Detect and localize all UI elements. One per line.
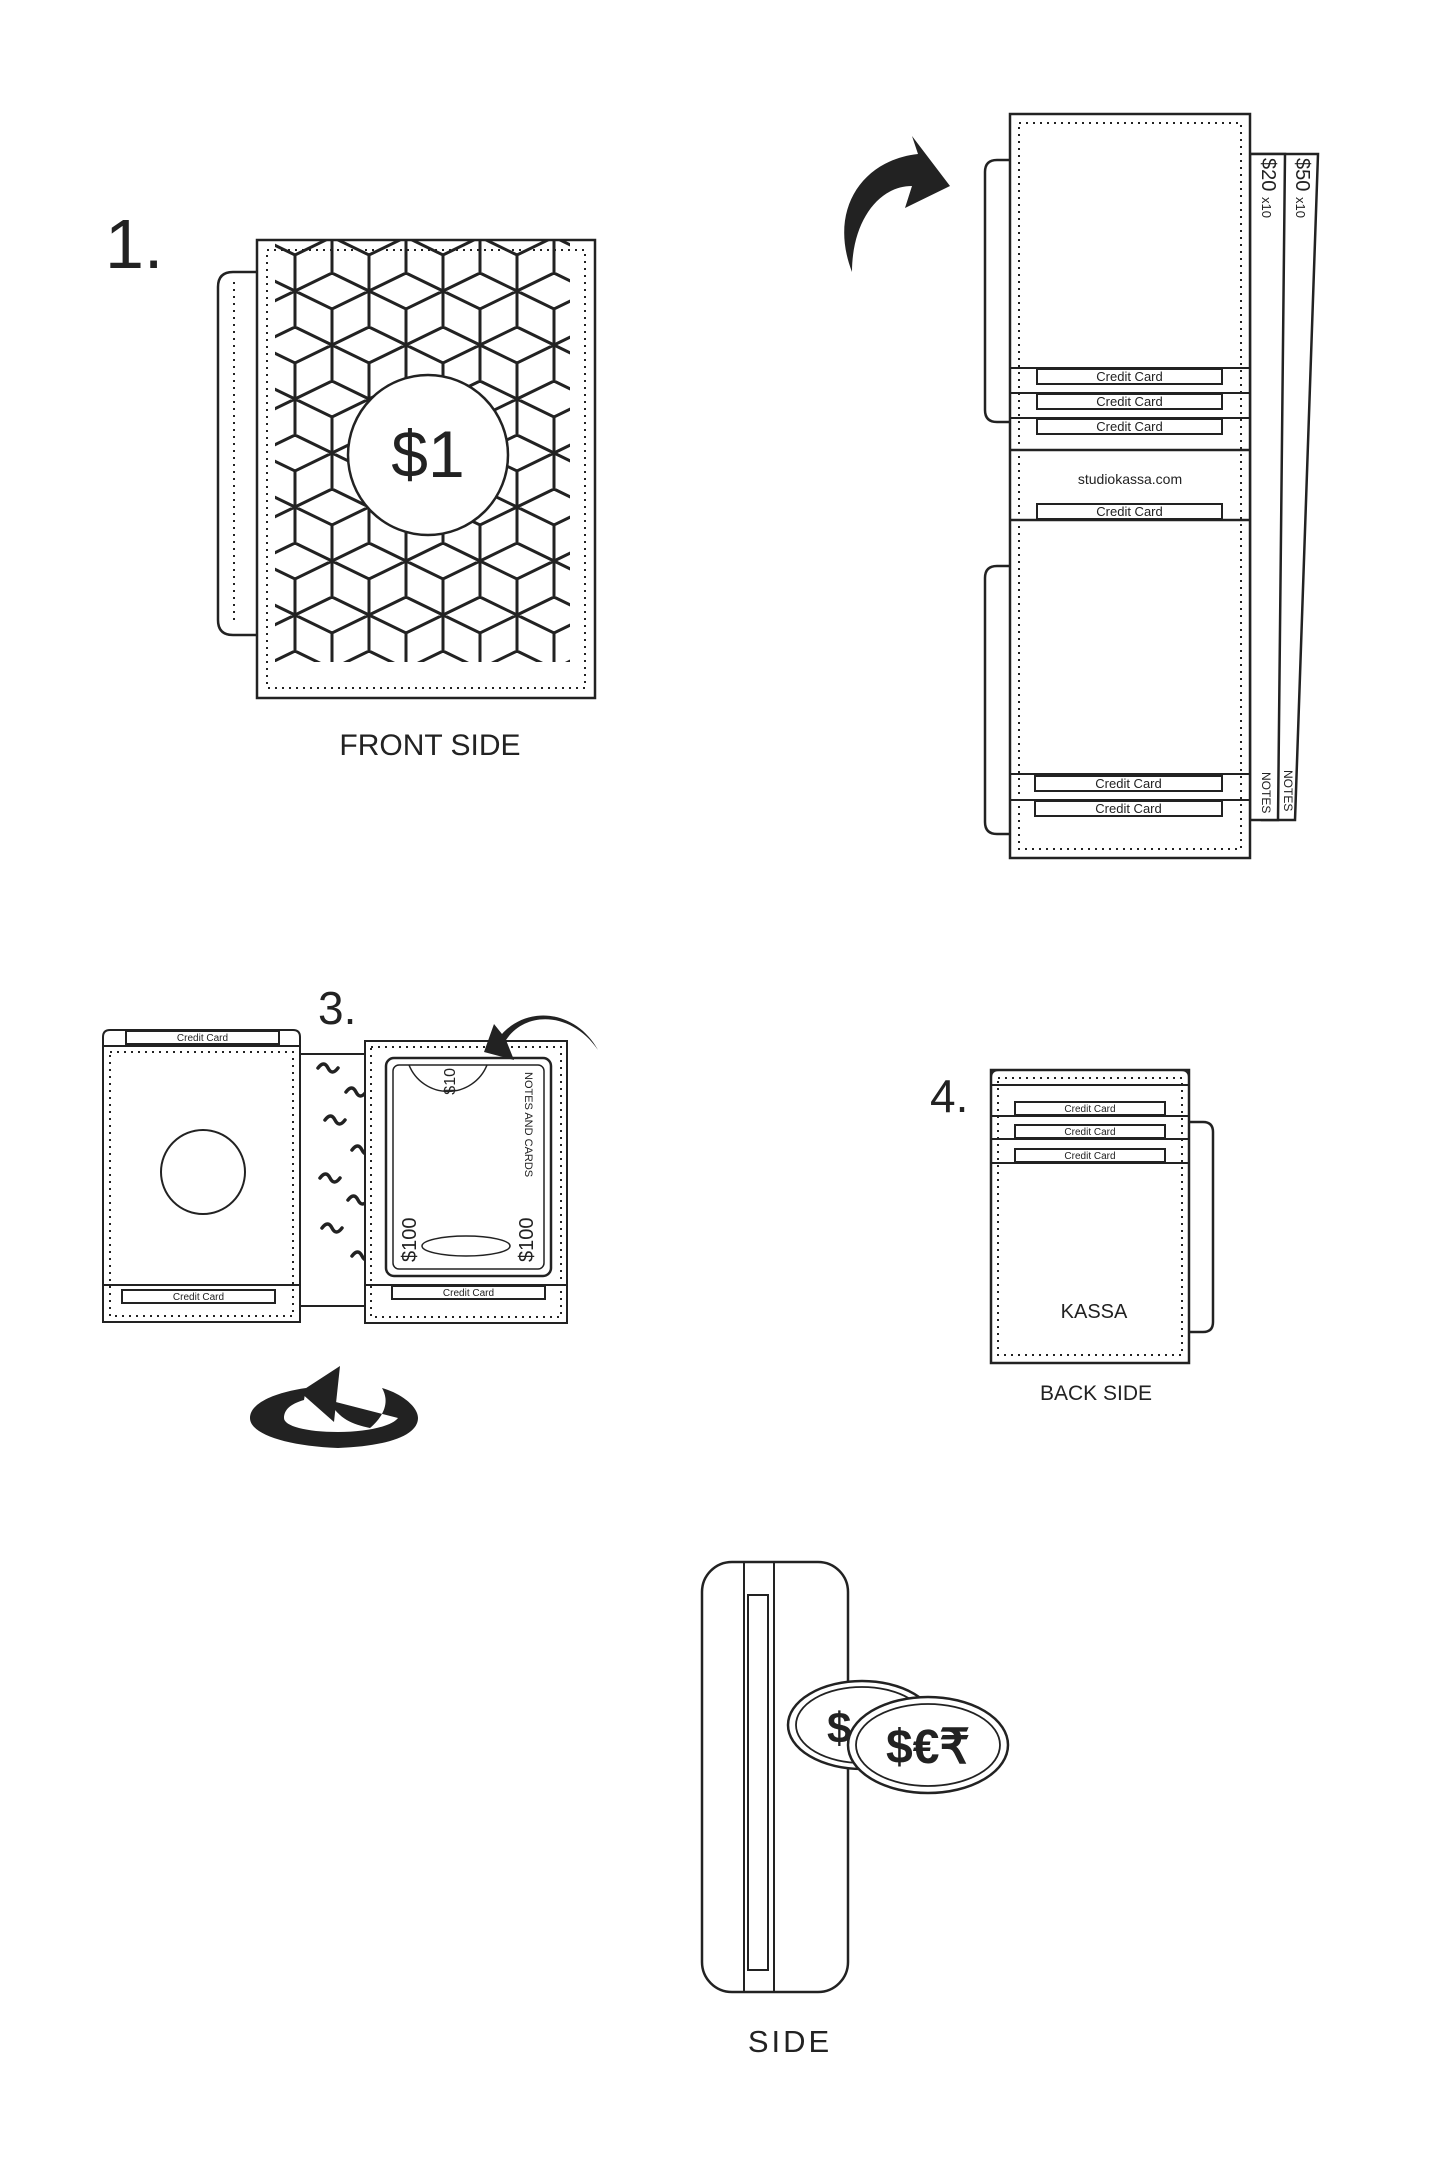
front-side-figure: 1. $1 FRONT SIDE: [105, 205, 597, 762]
note-50-label: $50: [1291, 158, 1313, 191]
credit-card-slot: [1034, 800, 1223, 817]
step-number-1: 1.: [105, 205, 163, 283]
note-20: [1248, 152, 1287, 822]
credit-card-label: Credit Card: [1096, 419, 1162, 434]
bill-left-label: $100: [399, 1218, 421, 1263]
credit-card-label: Credit Card: [1064, 1127, 1115, 1138]
fold-mark: [318, 1172, 342, 1184]
credit-card-slot: [1014, 1124, 1166, 1139]
credit-card-label: Credit Card: [1096, 369, 1162, 384]
curved-arrow-icon-step3: [484, 1015, 598, 1060]
credit-card-label: Credit Card: [177, 1033, 228, 1044]
notes-label-20: NOTES: [1259, 772, 1273, 813]
open-wallet-figure: $20 x10 $50 x10 NOTES NOTES studiokassa.…: [844, 112, 1320, 860]
credit-card-label: Credit Card: [1095, 776, 1161, 791]
fold-mark: [316, 1062, 340, 1074]
coin-icon-front: [346, 373, 510, 537]
side-card-slot: [747, 1594, 769, 1971]
open-wallet-body: [1008, 112, 1252, 860]
fold-mark: [320, 1222, 344, 1234]
website-label: studiokassa.com: [1078, 471, 1182, 487]
front-strap: [216, 270, 257, 637]
credit-card-slot: [1034, 775, 1223, 792]
credit-card-slot: [121, 1289, 276, 1304]
back-wallet-body: [989, 1068, 1191, 1365]
credit-card-label: Credit Card: [443, 1288, 494, 1299]
kassa-brand: KASSA: [1061, 1301, 1128, 1323]
credit-card-label: Credit Card: [1064, 1104, 1115, 1115]
bill-outer: [384, 1056, 553, 1278]
note-50-count: x10: [1293, 197, 1308, 218]
back-side-caption: BACK SIDE: [1040, 1382, 1152, 1405]
credit-card-label: Credit Card: [1096, 394, 1162, 409]
step3-coin-outline: [160, 1129, 246, 1215]
side-view-figure: $ $€₹ SIDE: [700, 1560, 1010, 2059]
credit-card-slot: [1036, 368, 1223, 385]
notes-and-cards-label: NOTES AND CARDS: [522, 1072, 534, 1177]
credit-card-label: Credit Card: [173, 1292, 224, 1303]
bill-small-label: $10: [442, 1068, 459, 1095]
credit-card-slot: [1036, 503, 1223, 520]
curved-arrow-icon: [844, 136, 950, 272]
credit-card-slot: [1014, 1101, 1166, 1116]
fold-mark: [323, 1114, 347, 1126]
credit-card-slot: [1036, 418, 1223, 435]
credit-card-slot: [1014, 1148, 1166, 1163]
front-side-caption: FRONT SIDE: [339, 729, 520, 762]
credit-card-label: Credit Card: [1095, 801, 1161, 816]
rotate-arrow-icon: [250, 1366, 418, 1448]
note-20-count: x10: [1259, 197, 1274, 218]
fold-mark: [344, 1086, 368, 1098]
note-20-label: $20: [1257, 158, 1279, 191]
bill-inner: [392, 1064, 545, 1270]
bill-right-label: $100: [516, 1218, 538, 1263]
bill-oval: [421, 1235, 511, 1257]
step-number-4: 4.: [930, 1070, 968, 1122]
coin-value-label: $1: [391, 417, 464, 491]
credit-card-label: Credit Card: [1064, 1151, 1115, 1162]
credit-card-label: Credit Card: [1096, 504, 1162, 519]
side-caption: SIDE: [748, 2024, 832, 2059]
step3-left-panel: [102, 1045, 301, 1323]
coin-icon-front-currencies: $€₹: [846, 1695, 1010, 1795]
step3-figure: 3. $10 $100 $100 NOTES AND CARDS Credit …: [102, 982, 598, 1448]
credit-card-slot: [391, 1285, 546, 1300]
credit-card-slot: [1036, 393, 1223, 410]
notes-label-50: NOTES: [1281, 770, 1295, 811]
step-number-3: 3.: [318, 982, 356, 1034]
coin-currency-symbols: $€₹: [886, 1721, 970, 1774]
credit-card-slot: [125, 1030, 280, 1045]
